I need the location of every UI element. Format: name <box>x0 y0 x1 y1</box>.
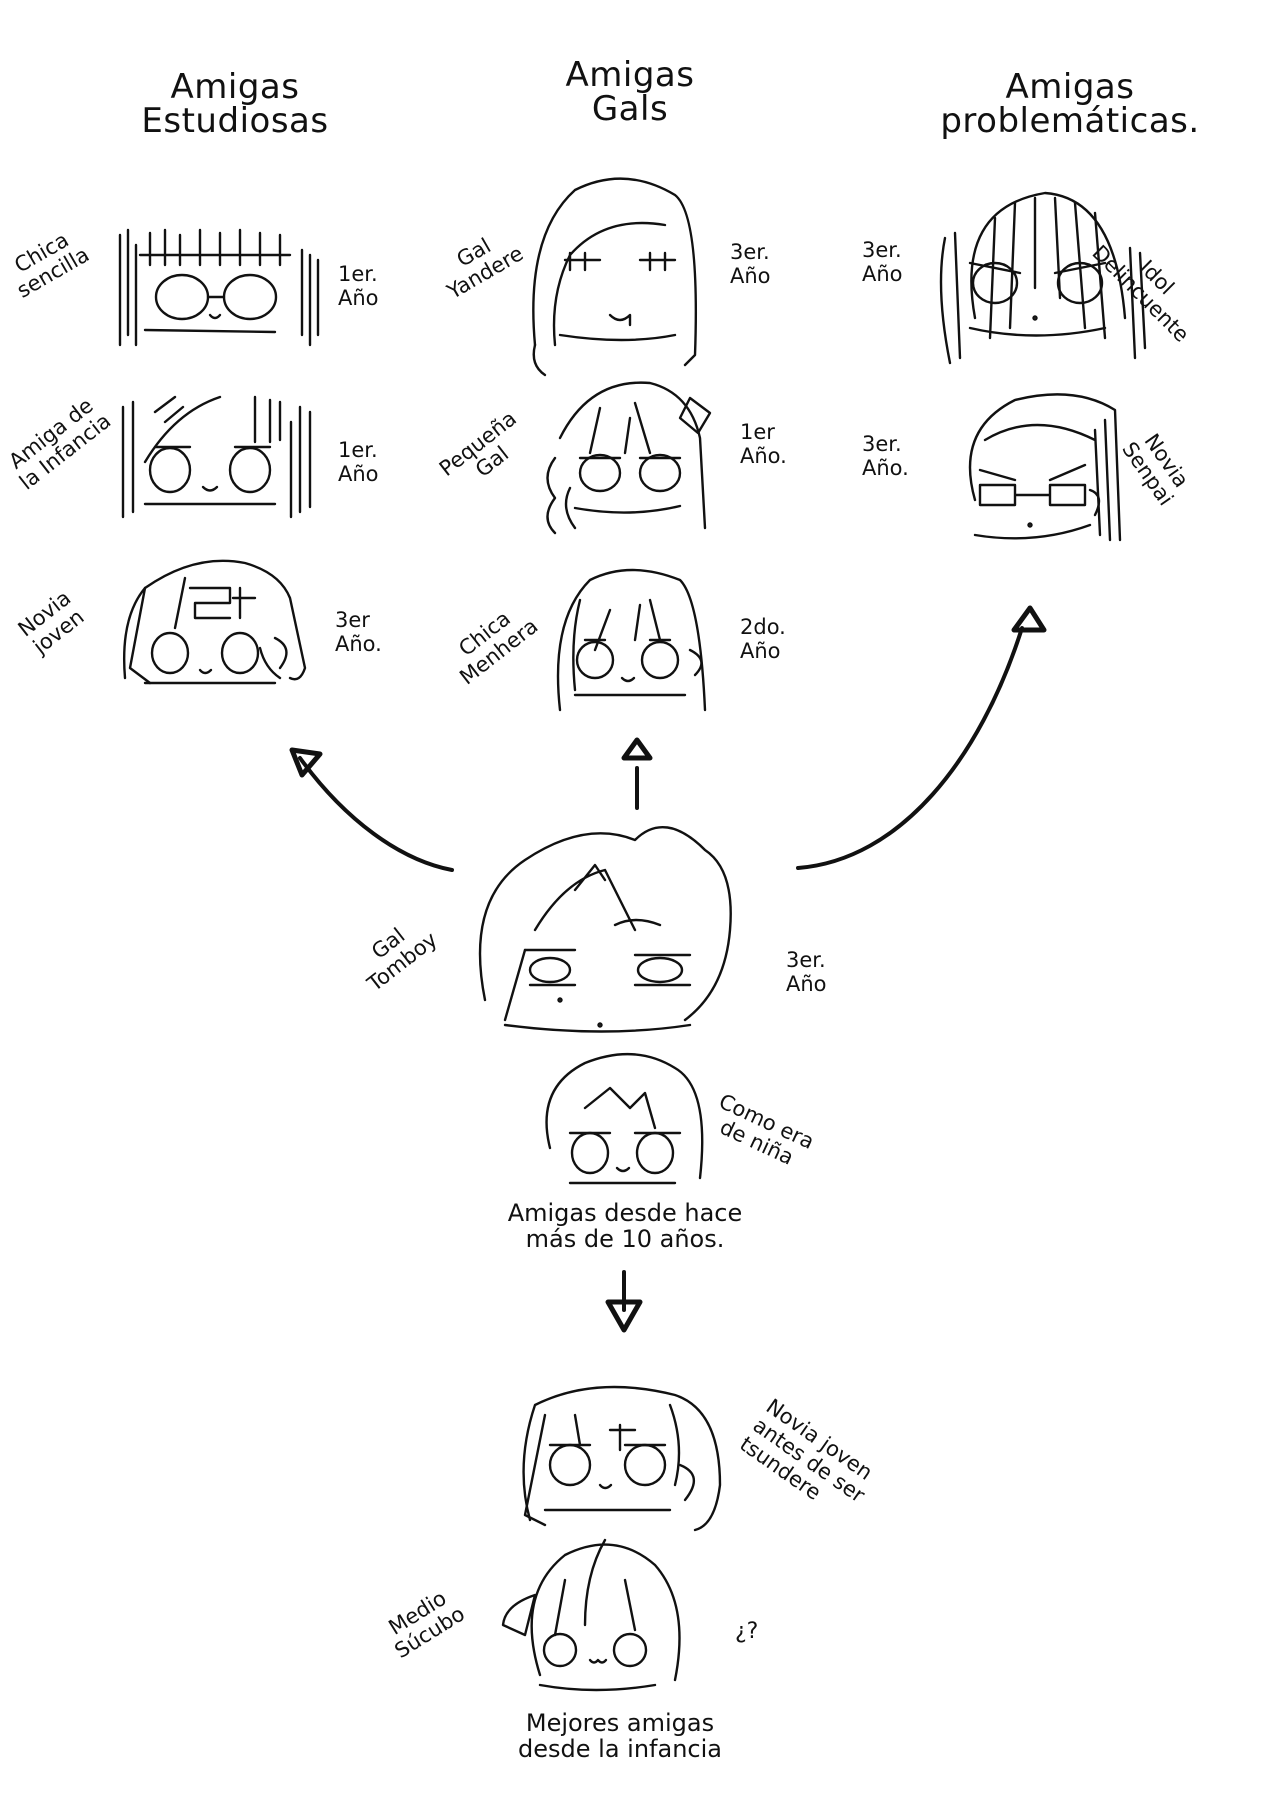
year-line: Año <box>338 462 379 486</box>
year-line: 1er <box>740 420 775 444</box>
year-line: 3er. <box>862 432 902 456</box>
year-line: Año. <box>862 456 909 480</box>
arrow-to-bottom <box>605 1270 643 1333</box>
year-line: Año. <box>335 632 382 656</box>
year-line: Año <box>862 262 903 286</box>
face-amiga-infancia <box>121 395 312 519</box>
title-estudiosas: Amigas Estudiosas <box>110 70 360 138</box>
year-idol-delincuente: 3er. Año <box>862 238 903 286</box>
year-chica-sencilla: 1er. Año <box>338 262 379 310</box>
title-line: Amigas <box>170 67 300 107</box>
title-line: Amigas <box>1005 67 1135 107</box>
face-idol-delincuente <box>939 191 1147 365</box>
title-line: Gals <box>591 89 669 129</box>
face-chica-sencilla <box>118 228 320 347</box>
year-line: Año. <box>740 444 787 468</box>
caption-line: más de 10 años. <box>525 1225 725 1253</box>
face-chica-menhera <box>556 568 707 712</box>
caption-line: Amigas desde hace <box>507 1199 743 1227</box>
year-novia-senpai: 3er. Año. <box>862 432 909 480</box>
year-line: 1er. <box>338 438 378 462</box>
caption-mejores-amigas: Mejores amigas desde la infancia <box>480 1710 760 1762</box>
face-novia-senpai <box>968 393 1122 542</box>
title-line: Amigas <box>565 55 695 95</box>
year-line: Año <box>730 264 771 288</box>
title-line: Estudiosas <box>141 101 329 141</box>
face-medio-sucubo <box>501 1538 681 1692</box>
arrow-to-gals <box>621 737 653 810</box>
caption-amigas-10-anos: Amigas desde hace más de 10 años. <box>455 1200 795 1252</box>
year-amiga-infancia: 1er. Año <box>338 438 379 486</box>
year-gal-tomboy: 3er. Año <box>786 948 827 996</box>
face-pequena-gal <box>546 381 712 535</box>
face-child-tomboy <box>545 1053 704 1185</box>
year-line: 3er. <box>730 240 770 264</box>
year-line: 3er. <box>786 948 826 972</box>
year-gal-yandere: 3er. Año <box>730 240 771 288</box>
year-line: Año <box>786 972 827 996</box>
year-line: Año <box>338 286 379 310</box>
caption-line: Mejores amigas <box>525 1709 715 1737</box>
caption-line: desde la infancia <box>518 1735 722 1763</box>
year-line: 1er. <box>338 262 378 286</box>
arrow-to-problematicas <box>796 605 1047 870</box>
year-chica-menhera: 2do. Año <box>740 615 786 663</box>
face-gal-tomboy <box>478 826 732 1033</box>
face-gal-yandere <box>532 177 698 377</box>
arrow-to-estudiosas <box>289 747 454 872</box>
year-line: 2do. <box>740 615 786 639</box>
face-novia-joven <box>123 559 307 685</box>
year-pequena-gal: 1er Año. <box>740 420 787 468</box>
year-line: 3er. <box>862 238 902 262</box>
title-problematicas: Amigas problemáticas. <box>900 70 1240 138</box>
year-novia-joven: 3er Año. <box>335 608 382 656</box>
year-line: Año <box>740 639 781 663</box>
face-novia-joven-pre-tsundere <box>522 1385 722 1532</box>
question-mark: ¿? <box>735 1619 759 1644</box>
year-line: 3er <box>335 608 370 632</box>
title-line: problemáticas. <box>940 101 1200 141</box>
title-gals: Amigas Gals <box>515 58 745 126</box>
